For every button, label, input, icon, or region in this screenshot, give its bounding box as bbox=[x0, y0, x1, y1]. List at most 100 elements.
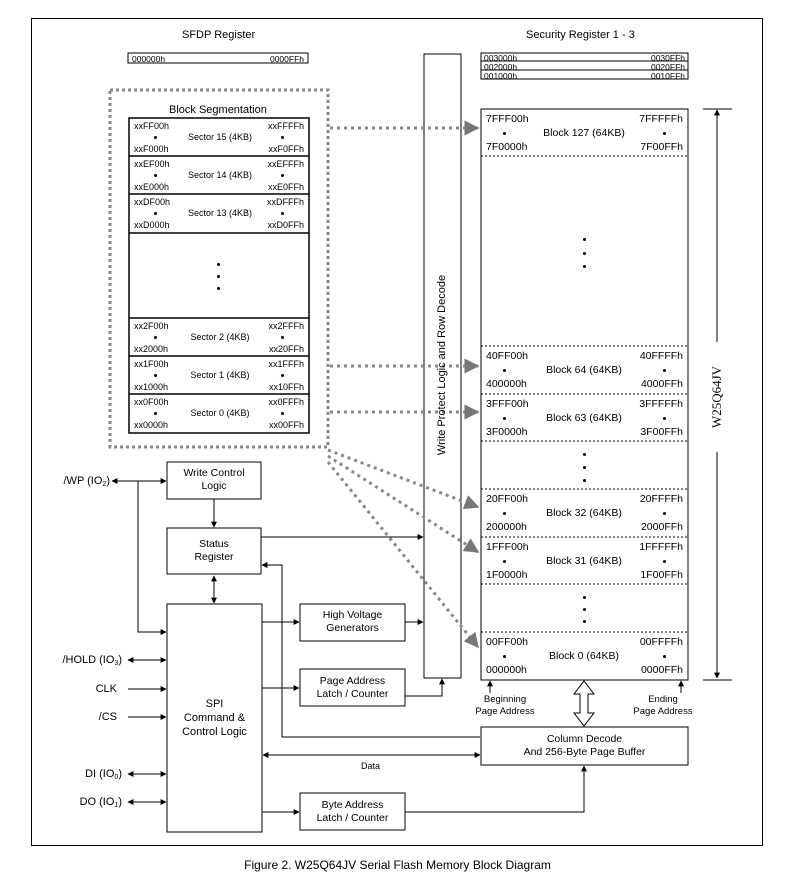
block-name: Block 32 (64KB) bbox=[546, 507, 622, 519]
address-range-dot bbox=[281, 412, 284, 415]
address-range-dot bbox=[281, 174, 284, 177]
array-buffer-bus-arrow bbox=[572, 680, 596, 727]
figure-caption: Figure 2. W25Q64JV Serial Flash Memory B… bbox=[244, 858, 551, 872]
pin-wp: /WP (IO2) bbox=[63, 475, 111, 488]
status-register-box bbox=[166, 527, 262, 575]
memory-array bbox=[480, 108, 689, 681]
ellipsis-dot bbox=[583, 238, 586, 241]
block-segmentation-title: Block Segmentation bbox=[169, 104, 267, 116]
sector-bottom-right-address: xxF0FFh bbox=[268, 144, 304, 154]
security-row-start: 001000h bbox=[484, 71, 518, 81]
security-row-start: 003000h bbox=[484, 53, 518, 63]
block-bottom-left-address: 000000h bbox=[486, 664, 527, 676]
pin-clk: CLK bbox=[95, 683, 117, 695]
sector-name: Sector 15 (4KB) bbox=[187, 132, 253, 142]
block-top-left-address: 1FFF00h bbox=[486, 541, 529, 553]
address-range-dot bbox=[663, 417, 666, 420]
ellipsis-dot bbox=[583, 453, 586, 456]
address-range-dot bbox=[154, 174, 157, 177]
spi-label: SPI Command & Control Logic bbox=[182, 698, 247, 738]
sector-top-left-address: xx1F00h bbox=[134, 359, 169, 369]
block-top-left-address: 40FF00h bbox=[486, 350, 529, 362]
block-segmentation-outline bbox=[108, 88, 330, 449]
pin-cs: /CS bbox=[98, 711, 117, 723]
sector-name: Sector 14 (4KB) bbox=[187, 170, 253, 180]
address-range-dot bbox=[503, 560, 506, 563]
ellipsis-dot bbox=[217, 275, 220, 278]
high-voltage-box bbox=[299, 603, 406, 642]
data-bus-label: Data bbox=[361, 761, 381, 771]
chip-name: W25Q64JV bbox=[709, 365, 724, 429]
block-name: Block 63 (64KB) bbox=[546, 412, 622, 424]
sector-name: Sector 2 (4KB) bbox=[190, 332, 250, 342]
security-row-end: 0020FFh bbox=[650, 62, 685, 72]
address-range-dot bbox=[154, 212, 157, 215]
block-top-left-address: 00FF00h bbox=[486, 636, 529, 648]
sector-bottom-left-address: xx2000h bbox=[134, 344, 169, 354]
block-bottom-left-address: 200000h bbox=[486, 521, 527, 533]
sector-top-left-address: xx2F00h bbox=[134, 321, 169, 331]
sfdp-register-bar bbox=[127, 52, 309, 64]
sector-table bbox=[128, 117, 310, 434]
address-range-dot bbox=[663, 655, 666, 658]
address-range-dot bbox=[503, 655, 506, 658]
ellipsis-dot bbox=[583, 596, 586, 599]
address-range-dot bbox=[663, 132, 666, 135]
block-bottom-right-address: 3F00FFh bbox=[640, 426, 683, 438]
block-bottom-right-address: 2000FFh bbox=[640, 521, 683, 533]
sector-top-left-address: xxEF00h bbox=[134, 159, 170, 169]
block-bottom-left-address: 3F0000h bbox=[486, 426, 528, 438]
ellipsis-dot bbox=[583, 608, 586, 611]
block-bottom-right-address: 1F00FFh bbox=[640, 569, 683, 581]
block-top-right-address: 20FFFFh bbox=[639, 493, 683, 505]
block-bottom-left-address: 400000h bbox=[486, 378, 527, 390]
block-bottom-right-address: 4000FFh bbox=[640, 378, 683, 390]
sector-top-right-address: xxFFFFh bbox=[268, 121, 304, 131]
block-top-right-address: 00FFFFh bbox=[639, 636, 683, 648]
ellipsis-dot bbox=[583, 252, 586, 255]
pin-di: DI (IO0) bbox=[85, 768, 122, 781]
sector-bottom-left-address: xx0000h bbox=[134, 420, 169, 430]
spi-control-box bbox=[166, 603, 263, 833]
map-arrow-block31 bbox=[327, 454, 480, 554]
address-range-dot bbox=[503, 512, 506, 515]
address-range-dot bbox=[281, 212, 284, 215]
security-row-end: 0030FFh bbox=[650, 53, 685, 63]
block-bottom-right-address: 0000FFh bbox=[640, 664, 683, 676]
high-voltage-label: High Voltage Generators bbox=[322, 609, 383, 634]
sector-name: Sector 1 (4KB) bbox=[190, 370, 250, 380]
address-range-dot bbox=[281, 136, 284, 139]
ellipsis-dot bbox=[217, 287, 220, 290]
sector-name: Sector 0 (4KB) bbox=[190, 408, 250, 418]
block-bottom-left-address: 7F0000h bbox=[486, 141, 528, 153]
address-range-dot bbox=[663, 369, 666, 372]
map-arrow-block32 bbox=[327, 448, 480, 510]
sector-top-left-address: xxFF00h bbox=[134, 121, 170, 131]
security-title: Security Register 1 - 3 bbox=[526, 29, 635, 41]
address-range-dot bbox=[503, 369, 506, 372]
sector-bottom-left-address: xxD000h bbox=[134, 220, 170, 230]
sfdp-title: SFDP Register bbox=[182, 29, 256, 41]
block-top-right-address: 1FFFFFh bbox=[639, 541, 683, 553]
byte-address-box bbox=[299, 792, 406, 831]
address-range-dot bbox=[154, 374, 157, 377]
block-name: Block 127 (64KB) bbox=[543, 127, 625, 139]
column-decode-label: Column Decode And 256-Byte Page Buffer bbox=[523, 733, 646, 758]
ellipsis-dot bbox=[217, 263, 220, 266]
ending-page-address-label: Ending Page Address bbox=[633, 694, 693, 717]
sector-bottom-right-address: xx20FFh bbox=[268, 344, 304, 354]
sector-name: Sector 13 (4KB) bbox=[187, 208, 253, 218]
sector-bottom-right-address: xx00FFh bbox=[268, 420, 304, 430]
security-row-start: 002000h bbox=[484, 62, 518, 72]
sector-top-right-address: xx0FFFh bbox=[268, 397, 304, 407]
sfdp-end-address: 0000FFh bbox=[269, 54, 304, 64]
pin-do: DO (IO1) bbox=[79, 796, 122, 809]
ellipsis-dot bbox=[583, 265, 586, 268]
block-top-right-address: 3FFFFFh bbox=[639, 398, 683, 410]
address-range-dot bbox=[281, 374, 284, 377]
block-top-right-address: 40FFFFh bbox=[639, 350, 683, 362]
block-top-left-address: 20FF00h bbox=[486, 493, 529, 505]
write-control-label: Write Control Logic bbox=[183, 467, 245, 492]
security-register-1-bar bbox=[480, 69, 689, 80]
